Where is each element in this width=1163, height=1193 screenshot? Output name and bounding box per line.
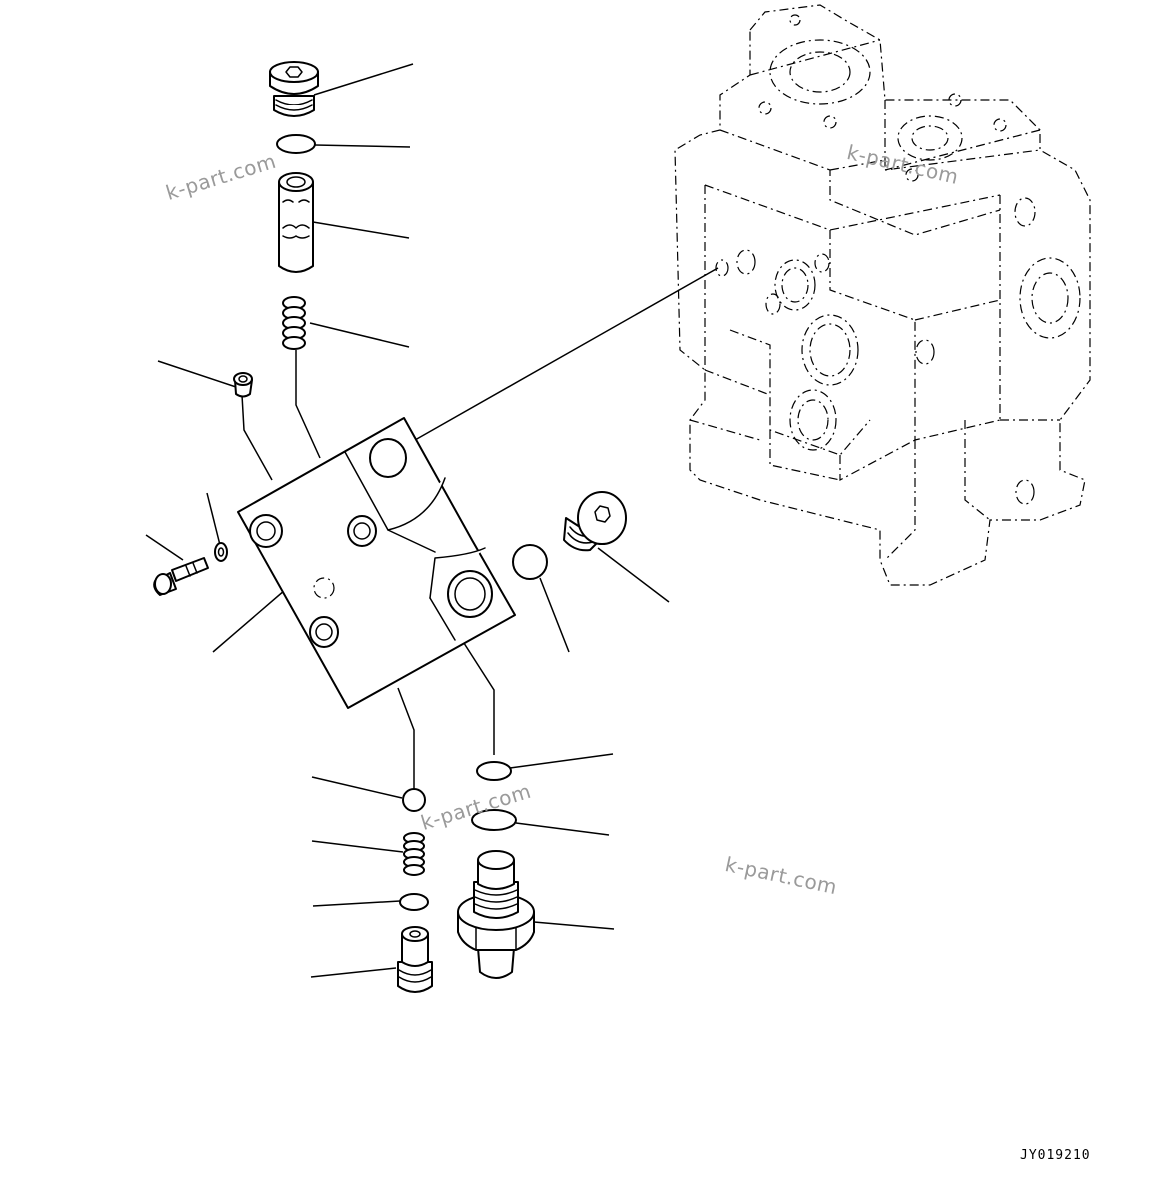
ball-right <box>512 544 548 580</box>
o-ring-lower-left <box>399 893 429 911</box>
plug-top <box>269 61 319 117</box>
washer <box>214 542 228 562</box>
o-ring-top <box>276 134 316 154</box>
bolt <box>153 557 209 596</box>
o-ring-lower-right-2 <box>471 809 517 831</box>
spring-top <box>282 296 306 350</box>
leader-lines <box>145 63 670 978</box>
ball-lower-left <box>402 788 426 812</box>
o-ring-lower-right-1 <box>476 761 512 781</box>
valve-poppet <box>397 926 433 993</box>
plug-right <box>563 491 627 552</box>
spool <box>278 172 314 273</box>
relief-valve <box>457 850 535 979</box>
drawing-code-label: JY019210 <box>1020 1148 1091 1163</box>
spring-lower <box>403 832 425 876</box>
valve-body <box>237 417 516 709</box>
main-valve-housing <box>674 4 1091 586</box>
small-plug <box>233 372 253 398</box>
